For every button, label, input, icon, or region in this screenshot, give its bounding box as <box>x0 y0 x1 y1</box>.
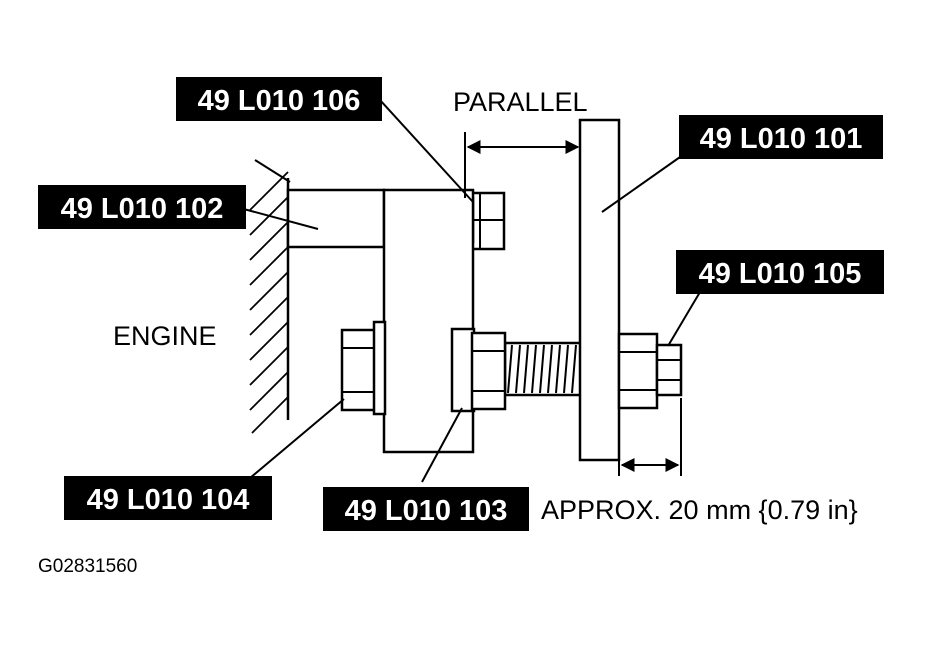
engine-wall <box>249 159 291 434</box>
nut-bolt-105 <box>617 332 683 410</box>
callout-box <box>176 77 382 121</box>
leader-lines <box>239 99 701 483</box>
rod-102 <box>286 188 386 249</box>
callout-49-l010-103: 49 L010 103 <box>323 487 529 531</box>
callout-text: 49 L010 105 <box>699 258 862 290</box>
nut-104 <box>340 320 387 416</box>
callout-text: 49 L010 102 <box>61 193 224 225</box>
callout-49-l010-105: 49 L010 105 <box>676 250 884 294</box>
threaded-spindle <box>503 341 583 397</box>
approx-dimension <box>618 398 682 476</box>
callout-49-l010-102: 49 L010 102 <box>38 185 246 229</box>
callout-text: 49 L010 104 <box>87 484 250 516</box>
engine-wall-hatching <box>249 171 289 434</box>
figure-code: G02831560 <box>38 556 137 577</box>
nut-103 <box>450 327 507 413</box>
callout-49-l010-106: 49 L010 106 <box>176 77 382 121</box>
callout-49-l010-104: 49 L010 104 <box>64 476 272 520</box>
callout-box <box>323 487 529 531</box>
callout-text: 49 L010 106 <box>198 85 361 117</box>
parallel-label: PARALLEL <box>453 87 588 117</box>
engine-label: ENGINE <box>113 321 217 351</box>
callout-box <box>679 115 883 159</box>
parallel-dimension <box>464 132 580 198</box>
callout-text: 49 L010 101 <box>700 123 863 155</box>
callout-text: 49 L010 103 <box>345 495 508 527</box>
callout-box <box>38 185 246 229</box>
callout-box <box>676 250 884 294</box>
approx-label: APPROX. 20 mm {0.79 in} <box>541 495 858 525</box>
callout-49-l010-101: 49 L010 101 <box>679 115 883 159</box>
callout-box <box>64 476 272 520</box>
plate-101 <box>578 118 621 462</box>
